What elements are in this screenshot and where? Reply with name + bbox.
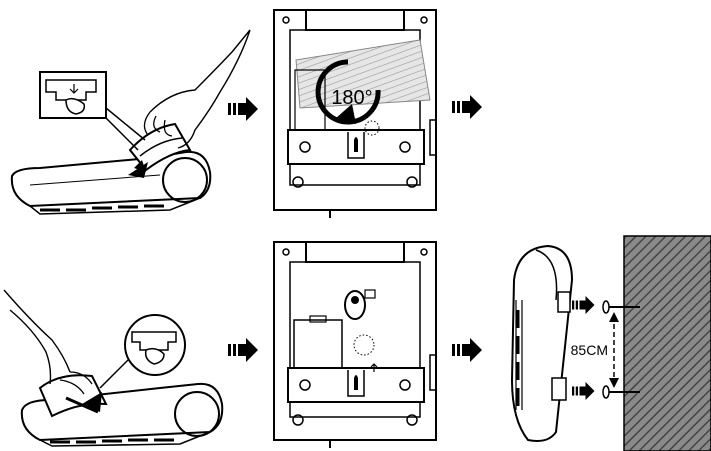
hook-arrows-bottom [65,392,102,414]
handset-top [128,122,192,172]
right-arrow-icon [452,338,482,362]
screw-icon [602,300,640,314]
right-arrow-icon [228,338,258,362]
phone-base-rear-bottom [273,241,437,448]
phone-wall-mounted-side [510,244,574,442]
hand-icon [143,29,251,149]
distance-marker [609,312,619,388]
right-arrow-icon [572,296,595,314]
detail-inset-bottom [99,314,186,389]
phone-base-rear-top [273,9,437,218]
phone-side-view-top [10,150,212,215]
rotate-angle-label: 180° [331,87,372,109]
wall [623,235,711,451]
right-arrow-icon [572,382,595,400]
distance-label: 85CM [571,342,608,358]
rotate-arrow-icon [315,59,381,125]
hook-arrows-top [128,160,148,178]
detail-inset-top [39,71,146,151]
right-arrow-icon [228,97,258,121]
phone-side-view-bottom [20,382,224,447]
right-arrow-icon [452,95,482,119]
handset-bottom [38,374,108,418]
hand-icon [3,289,93,395]
screw-icon [602,385,640,399]
